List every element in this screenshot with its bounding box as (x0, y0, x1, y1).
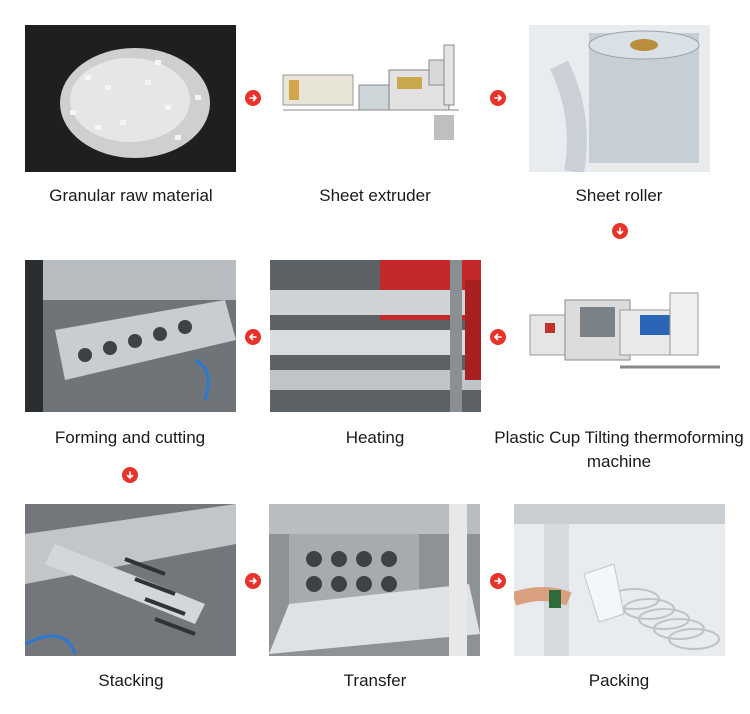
transfer-photo (269, 504, 480, 656)
sheet-roller-label: Sheet roller (575, 186, 663, 205)
transfer-label: Transfer (343, 671, 407, 690)
sheet-extruder-label: Sheet extruder (319, 186, 431, 205)
sheet-extruder-photo (269, 25, 480, 172)
plastic-cup-tilting-machine-label: Plastic Cup Tilting thermoforming machin… (494, 428, 744, 471)
arrow-down-icon (612, 223, 628, 239)
arrow-right-icon (490, 573, 506, 589)
arrow-left-icon (490, 329, 506, 345)
arrow-right-icon (490, 90, 506, 106)
forming-and-cutting-photo (25, 260, 236, 412)
stacking-label: Stacking (98, 671, 164, 690)
plastic-cup-tilting-machine-photo (520, 285, 725, 385)
packing-photo (514, 504, 725, 656)
sheet-roller-photo (529, 25, 710, 172)
arrow-right-icon (245, 90, 261, 106)
arrow-left-icon (245, 329, 261, 345)
heating-photo (270, 260, 481, 412)
granular-raw-material-label: Granular raw material (49, 186, 213, 205)
forming-and-cutting-label: Forming and cutting (54, 428, 206, 447)
arrow-down-icon (122, 467, 138, 483)
packing-label: Packing (588, 671, 650, 690)
heating-label: Heating (345, 428, 405, 447)
granular-raw-material-photo (25, 25, 236, 172)
arrow-right-icon (245, 573, 261, 589)
stacking-photo (25, 504, 236, 656)
